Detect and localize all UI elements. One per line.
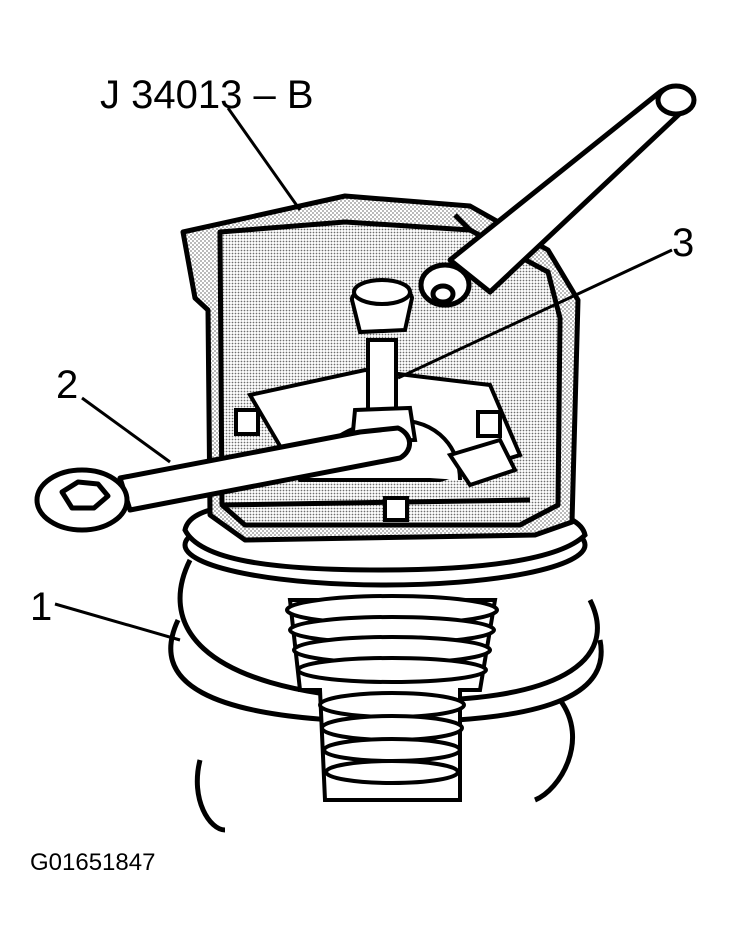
callout-2: 2 xyxy=(56,363,78,407)
callout-3: 3 xyxy=(672,221,694,265)
box-wrench xyxy=(34,425,412,533)
tool-label: J 34013 – B xyxy=(100,73,314,117)
leader-lines xyxy=(54,107,673,642)
callout-1: 1 xyxy=(30,585,52,629)
socket-wrench xyxy=(418,83,697,308)
strut-boot xyxy=(285,594,499,802)
figure-id: G01651847 xyxy=(30,849,155,876)
